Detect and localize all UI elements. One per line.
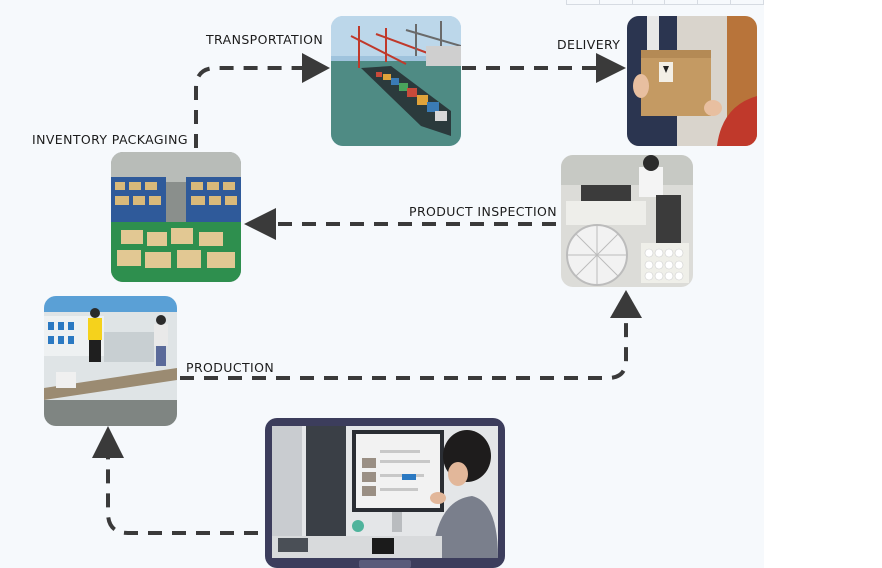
arrow-production-to-inspection [180,318,628,380]
step-label-inventory-packaging: INVENTORY PACKAGING [32,132,188,147]
arrowhead-up-production [92,426,124,458]
arrowhead-up-inspection [610,290,642,318]
product-inspection-photo [561,155,693,287]
inventory-packaging-photo [111,152,241,282]
monitor-stand [359,560,411,568]
delivery-photo [627,16,757,146]
arrowhead-right-delivery [596,53,626,83]
production-photo [44,296,177,426]
transportation-photo [331,16,461,146]
arrowhead-left-packaging [244,208,276,240]
arrowhead-right-transport [302,53,330,83]
arrow-packaging-to-transport [194,66,302,148]
step-label-production: PRODUCTION [186,360,275,375]
step-label-delivery: DELIVERY [557,37,621,52]
step-label-product-inspection: PRODUCT INSPECTION [409,204,558,219]
arrow-design-to-production [106,456,258,535]
design-monitor [265,418,505,568]
step-label-transportation: TRANSPORTATION [206,32,324,47]
top-grid-fragment [566,0,764,5]
design-photo [272,426,498,558]
